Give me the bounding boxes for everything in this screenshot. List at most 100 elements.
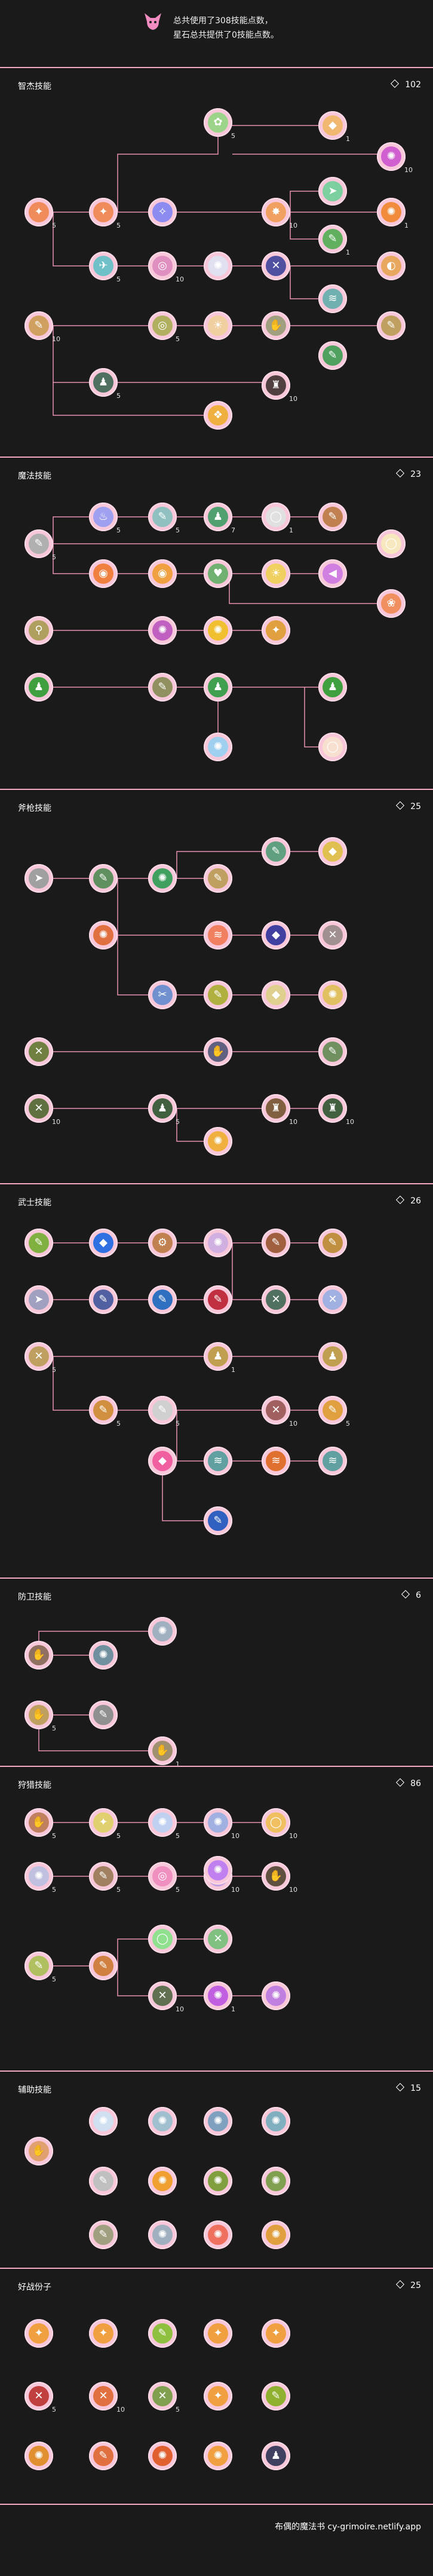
- skill-node[interactable]: ✕: [24, 1342, 53, 1371]
- skill-node[interactable]: ✕: [24, 2382, 53, 2410]
- skill-node[interactable]: ♟: [262, 2442, 290, 2470]
- skill-node[interactable]: ✎: [318, 1396, 347, 1425]
- skill-node[interactable]: ✦: [262, 2319, 290, 2348]
- skill-node[interactable]: ✺: [262, 2220, 290, 2249]
- skill-node[interactable]: ◯: [262, 1808, 290, 1837]
- skill-node[interactable]: ≋: [318, 284, 347, 313]
- skill-node[interactable]: ✎: [89, 1285, 118, 1314]
- skill-node[interactable]: ♟: [318, 673, 347, 702]
- skill-node[interactable]: ≋: [318, 1447, 347, 1475]
- skill-node[interactable]: ✈: [89, 252, 118, 280]
- skill-node[interactable]: ◯: [377, 529, 406, 558]
- skill-node[interactable]: ✦: [24, 198, 53, 226]
- skill-node[interactable]: ✺: [89, 2107, 118, 2136]
- skill-node[interactable]: ≋: [204, 1447, 232, 1475]
- skill-node[interactable]: ✎: [262, 837, 290, 866]
- skill-node[interactable]: ✎: [148, 1285, 177, 1314]
- skill-node[interactable]: ✺: [204, 733, 232, 761]
- skill-node[interactable]: ✺: [148, 2167, 177, 2195]
- skill-node[interactable]: ✎: [318, 341, 347, 370]
- skill-node[interactable]: ♟: [89, 368, 118, 397]
- skill-node[interactable]: ✺: [148, 1808, 177, 1837]
- skill-node[interactable]: ✕: [318, 1285, 347, 1314]
- skill-node[interactable]: ✺: [318, 981, 347, 1009]
- skill-node[interactable]: ♟: [204, 673, 232, 702]
- skill-node[interactable]: ✋: [24, 1641, 53, 1670]
- skill-node[interactable]: ✺: [148, 2442, 177, 2470]
- skill-node[interactable]: ✎: [204, 1285, 232, 1314]
- skill-node[interactable]: ✋: [204, 1037, 232, 1066]
- skill-node[interactable]: ◆: [318, 111, 347, 140]
- skill-node[interactable]: ◆: [262, 921, 290, 949]
- skill-node[interactable]: ✎: [318, 225, 347, 253]
- skill-node[interactable]: ✎: [89, 1701, 118, 1729]
- skill-node[interactable]: ➤: [318, 177, 347, 206]
- skill-node[interactable]: ✎: [24, 529, 53, 558]
- skill-node[interactable]: ✕: [262, 1285, 290, 1314]
- skill-node[interactable]: ✦: [262, 616, 290, 645]
- skill-node[interactable]: ✕: [262, 1396, 290, 1425]
- skill-node[interactable]: ✎: [148, 2319, 177, 2348]
- skill-node[interactable]: ✕: [89, 2382, 118, 2410]
- skill-node[interactable]: ⚙: [148, 1229, 177, 1257]
- skill-node[interactable]: ✿: [204, 108, 232, 137]
- skill-node[interactable]: ◉: [89, 559, 118, 588]
- skill-node[interactable]: ➤: [24, 864, 53, 893]
- skill-node[interactable]: ♜: [262, 1094, 290, 1123]
- skill-node[interactable]: ✕: [262, 252, 290, 280]
- skill-node[interactable]: ✎: [89, 1862, 118, 1891]
- skill-node[interactable]: ✎: [148, 673, 177, 702]
- skill-node[interactable]: ◀: [318, 559, 347, 588]
- skill-node[interactable]: ✋: [24, 1808, 53, 1837]
- skill-node[interactable]: ≋: [204, 921, 232, 949]
- skill-node[interactable]: ♜: [262, 371, 290, 400]
- skill-node[interactable]: ✕: [148, 2382, 177, 2410]
- skill-node[interactable]: ✕: [148, 1981, 177, 2010]
- skill-node[interactable]: ◆: [89, 1229, 118, 1257]
- skill-node[interactable]: ✺: [204, 1981, 232, 2010]
- skill-node[interactable]: ✺: [204, 1808, 232, 1837]
- skill-node[interactable]: ✎: [318, 503, 347, 531]
- skill-node[interactable]: ✺: [377, 198, 406, 226]
- skill-node[interactable]: ✎: [262, 2382, 290, 2410]
- skill-node[interactable]: ✕: [204, 1925, 232, 1953]
- skill-node[interactable]: ✎: [204, 1506, 232, 1535]
- skill-node[interactable]: ✎: [89, 864, 118, 893]
- skill-node[interactable]: ☀: [262, 559, 290, 588]
- skill-node[interactable]: ➤: [24, 1285, 53, 1314]
- skill-node[interactable]: ✺: [262, 1981, 290, 2010]
- skill-node[interactable]: ✎: [89, 2167, 118, 2195]
- skill-node[interactable]: ✋: [24, 2137, 53, 2165]
- skill-node[interactable]: ✎: [204, 981, 232, 1009]
- skill-node[interactable]: ✺: [24, 2442, 53, 2470]
- skill-node[interactable]: ✺: [262, 2167, 290, 2195]
- skill-node[interactable]: ◯: [318, 733, 347, 761]
- skill-node[interactable]: ♥: [204, 559, 232, 588]
- skill-node[interactable]: ✎: [24, 1229, 53, 1257]
- skill-node[interactable]: ✎: [148, 503, 177, 531]
- skill-node[interactable]: ✧: [148, 198, 177, 226]
- skill-node[interactable]: ✺: [204, 616, 232, 645]
- skill-node[interactable]: ✺: [89, 921, 118, 949]
- skill-node[interactable]: ◆: [262, 981, 290, 1009]
- skill-node[interactable]: ✎: [377, 311, 406, 340]
- skill-node[interactable]: ✎: [262, 1229, 290, 1257]
- skill-node[interactable]: ✎: [318, 1037, 347, 1066]
- skill-node[interactable]: ◎: [148, 252, 177, 280]
- skill-node[interactable]: ✦: [89, 198, 118, 226]
- skill-node[interactable]: ✋: [262, 1862, 290, 1891]
- skill-node[interactable]: ✺: [204, 2220, 232, 2249]
- skill-node[interactable]: ♟: [204, 1342, 232, 1371]
- skill-node[interactable]: ≋: [262, 1447, 290, 1475]
- skill-node[interactable]: ✂: [148, 981, 177, 1009]
- skill-node[interactable]: ✋: [148, 1736, 177, 1765]
- skill-node[interactable]: ♜: [318, 1094, 347, 1123]
- skill-node[interactable]: ♟: [204, 503, 232, 531]
- skill-node[interactable]: ✎: [89, 2220, 118, 2249]
- skill-node[interactable]: ✕: [318, 921, 347, 949]
- skill-node[interactable]: ✺: [148, 864, 177, 893]
- skill-node[interactable]: ✎: [204, 864, 232, 893]
- skill-node[interactable]: ⚲: [24, 616, 53, 645]
- skill-node[interactable]: ✎: [318, 1229, 347, 1257]
- skill-node[interactable]: ✦: [24, 2319, 53, 2348]
